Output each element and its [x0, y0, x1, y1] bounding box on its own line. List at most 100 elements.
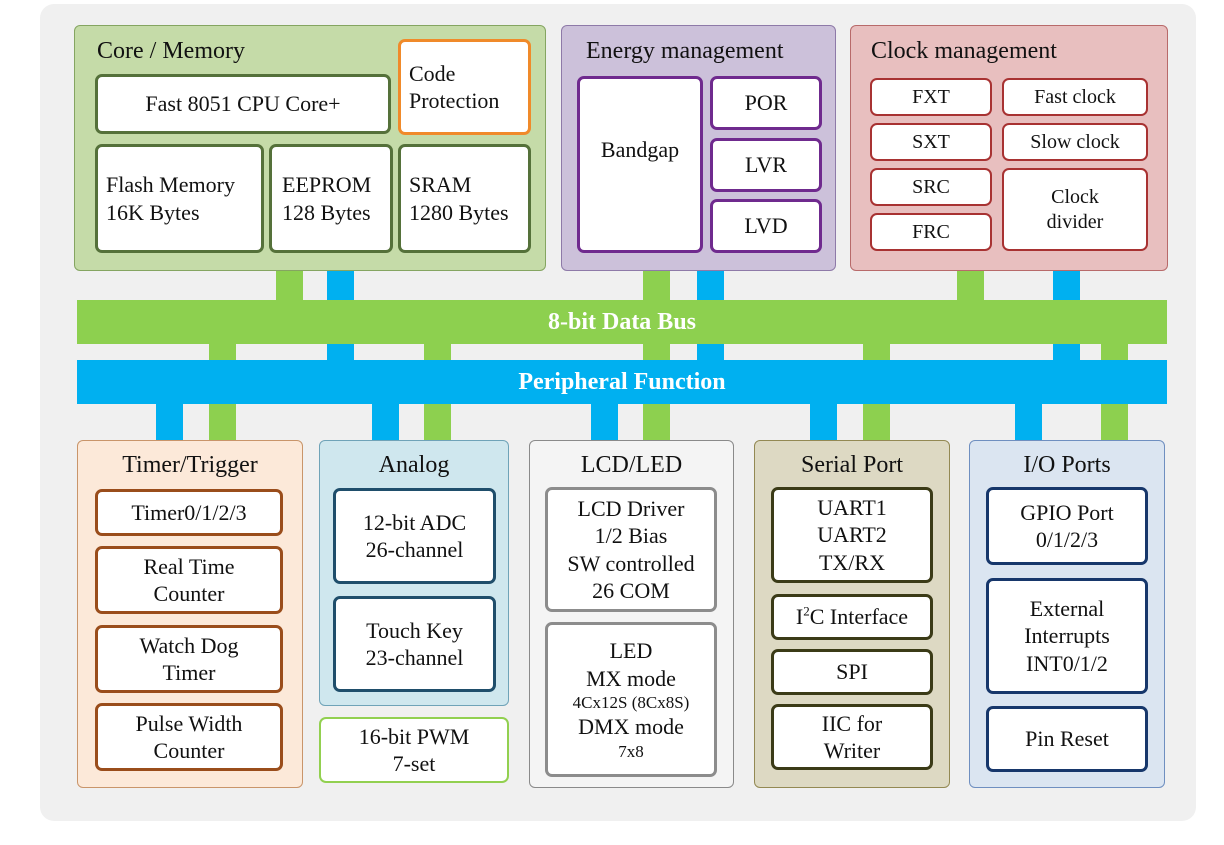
adc-line2: 26-channel [365, 537, 464, 562]
slow-clock-block: Slow clock [1002, 123, 1148, 161]
fxt-label: FXT [912, 85, 950, 108]
iic-writer-line1: IIC for [821, 710, 883, 736]
energy-management-title: Energy management [586, 38, 784, 64]
spi-label: SPI [836, 659, 868, 685]
sram-line2: 1280 Bytes [409, 199, 509, 225]
bandgap-block: Bandgap [577, 76, 703, 253]
clock-divider-line2: divider [1046, 210, 1104, 233]
sram-line1: SRAM [409, 172, 472, 197]
timer-label: Timer0/1/2/3 [131, 499, 247, 525]
frc-block: FRC [870, 213, 992, 251]
slow-clock-label: Slow clock [1030, 130, 1120, 153]
pwc-line1: Pulse Width [135, 710, 243, 736]
lcd-led-title: LCD/LED [580, 452, 683, 478]
uart-line1: UART1 [817, 494, 887, 520]
led-line4: DMX mode [578, 714, 684, 740]
code-protection-line1: Code [409, 60, 456, 86]
touch-key-line2: 23-channel [365, 645, 464, 670]
timer-block: Timer0/1/2/3 [95, 489, 283, 536]
i2c-interface-block: I2C Interface [771, 594, 933, 640]
i2c-superscript: 2 [803, 603, 810, 619]
spi-block: SPI [771, 649, 933, 695]
gpio-line2: 0/1/2/3 [1035, 527, 1099, 552]
analog-title: Analog [378, 452, 450, 478]
code-protection-line2: Protection [409, 88, 500, 113]
sxt-block: SXT [870, 123, 992, 161]
i2c-prefix: I [795, 604, 804, 630]
connector-peripheral-analog [372, 402, 399, 440]
lvd-label: LVD [744, 213, 788, 239]
ext-int-line3: INT0/1/2 [1026, 650, 1108, 676]
iic-writer-line2: Writer [823, 738, 881, 763]
flash-memory-line1: Flash Memory [106, 172, 235, 197]
core-memory-title: Core / Memory [97, 38, 245, 64]
sxt-label: SXT [912, 130, 950, 153]
peripheral-bus: Peripheral Function [77, 360, 1167, 404]
clock-divider-line1: Clock [1051, 185, 1099, 208]
flash-memory-line2: 16K Bytes [106, 199, 200, 225]
timer-trigger-title: Timer/Trigger [122, 452, 258, 478]
gpio-line1: GPIO Port [1020, 499, 1114, 525]
connector-peripheral-serial [810, 402, 837, 440]
uart-line2: UART2 [817, 522, 887, 548]
fast-clock-block: Fast clock [1002, 78, 1148, 116]
bandgap-label: Bandgap [600, 136, 680, 162]
clock-management-title: Clock management [871, 38, 1057, 64]
i2c-suffix: C Interface [809, 604, 909, 630]
lcd-driver-line4: 26 COM [592, 578, 670, 603]
peripheral-bus-label: Peripheral Function [518, 368, 726, 395]
led-line3: 4Cx12S (8Cx8S) [572, 693, 690, 712]
uart-line3: TX/RX [818, 549, 885, 575]
eeprom-line2: 128 Bytes [282, 199, 371, 225]
led-line1: LED [609, 638, 653, 663]
pwc-line2: Counter [153, 738, 225, 763]
ext-int-line1: External [1029, 595, 1105, 621]
led-line5: 7x8 [618, 741, 644, 761]
src-label: SRC [912, 175, 950, 198]
io-ports-title: I/O Ports [1023, 452, 1111, 478]
por-label: POR [744, 90, 788, 116]
serial-port-title: Serial Port [801, 452, 903, 478]
lvr-block: LVR [710, 138, 822, 192]
rtc-line1: Real Time [143, 553, 235, 579]
eeprom-line1: EEPROM [282, 172, 372, 197]
i2c-label: I2C Interface [796, 603, 908, 631]
por-block: POR [710, 76, 822, 130]
pwm-line1: 16-bit PWM [358, 723, 470, 749]
pin-reset-label: Pin Reset [1025, 726, 1109, 752]
wdt-line1: Watch Dog [139, 632, 239, 658]
lcd-driver-line2: 1/2 Bias [594, 523, 668, 548]
connector-peripheral-io [1015, 402, 1042, 440]
data-bus: 8-bit Data Bus [77, 300, 1167, 344]
ext-int-line2: Interrupts [1024, 623, 1110, 649]
cpu-core-block: Fast 8051 CPU Core+ [95, 74, 391, 134]
data-bus-label: 8-bit Data Bus [547, 308, 697, 335]
touch-key-line1: Touch Key [366, 617, 463, 643]
connector-peripheral-lcd [591, 402, 618, 440]
lcd-driver-line1: LCD Driver [577, 495, 685, 521]
led-line2: MX mode [586, 665, 676, 691]
src-block: SRC [870, 168, 992, 206]
lvd-block: LVD [710, 199, 822, 253]
connector-core-data [276, 270, 303, 302]
wdt-line2: Timer [162, 660, 216, 685]
fxt-block: FXT [870, 78, 992, 116]
rtc-line2: Counter [153, 581, 225, 606]
lvr-label: LVR [745, 152, 787, 178]
frc-label: FRC [912, 220, 950, 243]
adc-line1: 12-bit ADC [362, 509, 467, 535]
